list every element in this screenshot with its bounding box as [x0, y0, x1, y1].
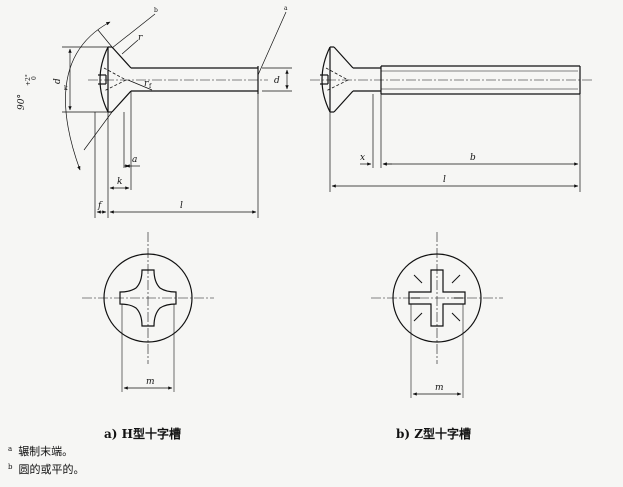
label-m-left: m [146, 377, 155, 387]
ref-b: b [154, 7, 158, 14]
screw-left-side-view [88, 46, 268, 113]
note-b-text: 圆的或平的。 [18, 463, 85, 476]
z-cross-recess [408, 269, 466, 327]
label-rf: r [144, 79, 149, 89]
label-l-right: l [443, 175, 446, 185]
ref-a: a [284, 5, 288, 12]
label-a: a [132, 155, 137, 165]
label-d-left: d [274, 76, 280, 86]
label-dk-sub: k [64, 85, 68, 92]
note-a: a 辗制末端。 [8, 443, 73, 459]
left-dimension-text: d k d 90° +2° 0 r r f a k f l a b [17, 5, 288, 211]
label-dk: d [53, 78, 63, 84]
label-l-left: l [180, 201, 183, 211]
screw-right-side-view [310, 46, 592, 113]
countersink-lower-left [111, 90, 132, 113]
left-dimensions [62, 11, 292, 218]
end-view-z-recess [371, 232, 503, 398]
label-m-right: m [435, 383, 444, 393]
right-dimension-text: x b l [360, 153, 476, 185]
right-dimensions [329, 94, 581, 192]
label-angle-tol2: 0 [31, 76, 38, 80]
h-cross-recess [119, 269, 177, 327]
note-b: b 圆的或平的。 [8, 461, 84, 477]
countersink-upper-left [111, 46, 132, 69]
note-a-mark: a [8, 445, 13, 453]
label-rf-sub: f [149, 83, 152, 90]
label-angle: 90° [17, 94, 27, 110]
caption-h-type: a) H型十字槽 [104, 427, 181, 441]
label-r: r [138, 33, 143, 43]
caption-z-type: b) Z型十字槽 [396, 427, 472, 441]
label-b: b [470, 153, 476, 163]
label-angle-tol: +2° [25, 74, 32, 86]
label-f: f [97, 201, 103, 211]
end-view-h-recess [82, 232, 214, 392]
label-k: k [117, 177, 122, 187]
note-b-mark: b [8, 463, 13, 471]
note-a-text: 辗制末端。 [18, 445, 74, 458]
head-dome-left [99, 46, 109, 113]
label-x: x [360, 153, 365, 163]
